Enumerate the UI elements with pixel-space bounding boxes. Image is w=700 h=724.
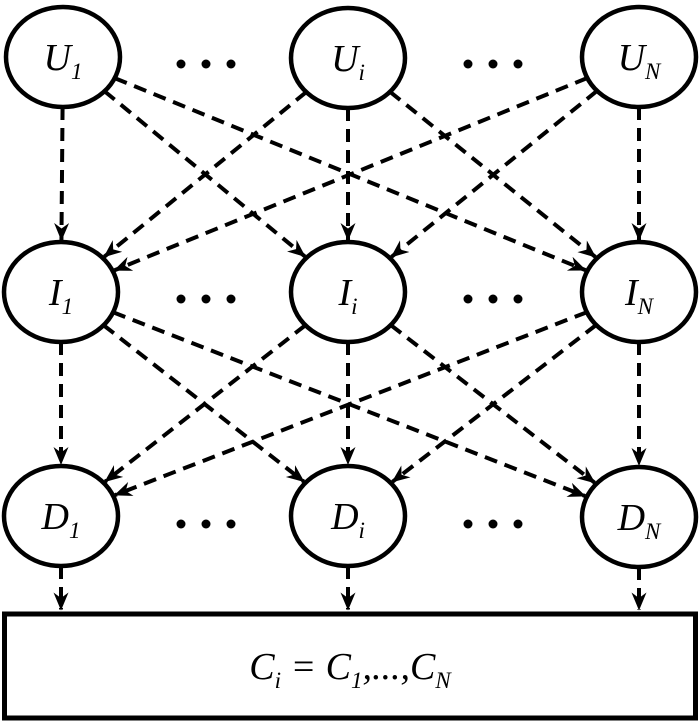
ellipsis-dot [176,519,186,529]
node-label-Ii: Ii [337,272,357,319]
ellipsis-dot [463,59,473,69]
ellipsis-dot [488,294,498,304]
ellipsis-dot [226,294,236,304]
node-circle-UN [579,4,699,110]
ellipsis-dot [176,59,186,69]
node-circle-Ui [288,5,408,111]
node-IN: IN [579,239,699,345]
ellipsis-dot [513,519,523,529]
edge-IN-Di [391,323,598,484]
ellipsis-dot [201,519,211,529]
node-circle-D1 [1,463,121,569]
node-Di: Di [288,463,408,569]
node-circle-IN [579,239,699,345]
node-D1: D1 [1,463,121,569]
edge-IN-D1 [114,310,588,497]
ellipsis-dot [226,519,236,529]
edge-UN-Ii [390,89,599,259]
ellipsis-dot [463,294,473,304]
ellipsis-dot [226,59,236,69]
ellipsis-dot [176,294,186,304]
node-I1: I1 [1,239,121,345]
node-circle-DN [579,464,699,570]
ellipsis-dot [513,294,523,304]
edge-UN-I1 [113,76,589,273]
node-Ii: Ii [288,239,408,345]
ellipsis-dot [488,519,498,529]
node-circle-Ii [288,239,408,345]
node-UN: UN [579,4,699,110]
node-label-UN: UN [618,37,662,84]
edge-U1-I1 [54,106,70,242]
node-label-D1: D1 [41,496,81,543]
node-label-I1: I1 [48,272,73,319]
output-box [2,611,698,721]
node-Ui: Ui [288,5,408,111]
node-label-IN: IN [624,272,655,319]
ellipsis-dot [463,519,473,529]
node-label-DN: DN [617,497,662,544]
node-U1: U1 [3,4,123,110]
node-circle-U1 [3,4,123,110]
node-DN: DN [579,464,699,570]
edge-Ii-D1 [103,323,307,484]
ellipsis-dot [488,59,498,69]
edge-Ui-I1 [103,90,308,259]
node-label-Ui: Ui [331,38,365,85]
ellipsis-dot [201,294,211,304]
ellipsis-dot [201,59,211,69]
node-circle-I1 [1,239,121,345]
output-box-label: Ci = C1,...,CN [249,646,452,693]
node-circle-Di [288,463,408,569]
node-label-Di: Di [330,496,365,543]
node-label-U1: U1 [44,37,83,84]
ellipsis-dot [513,59,523,69]
